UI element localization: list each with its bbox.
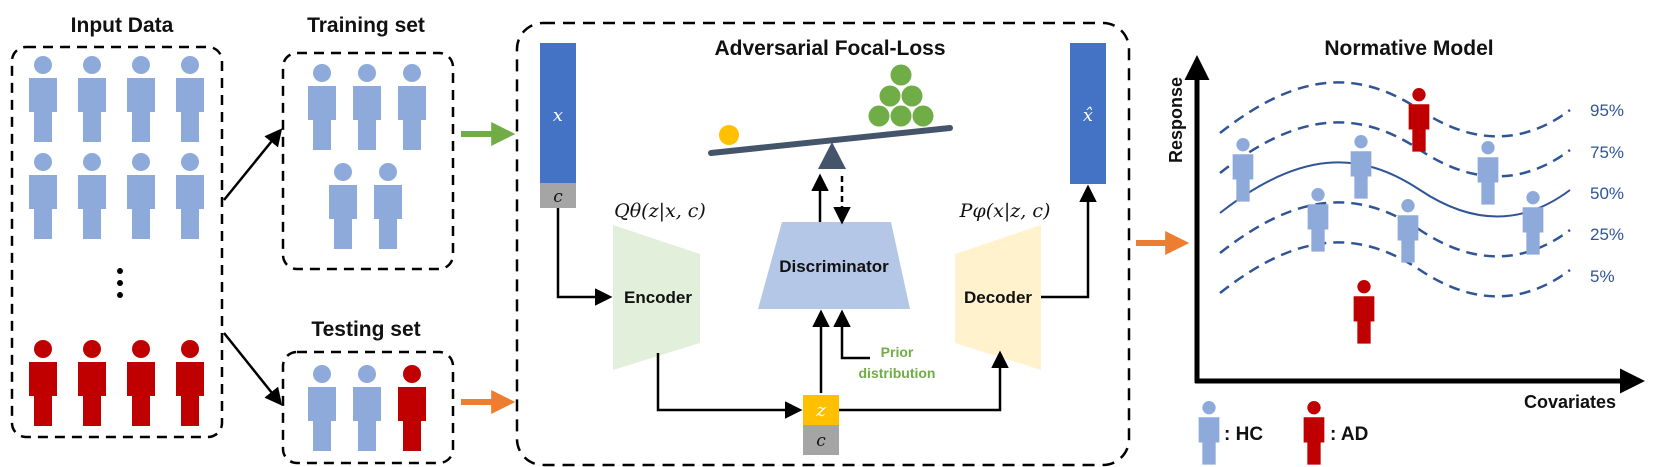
- normative-model-panel: Normative Model Response Covariates 95% …: [1166, 37, 1645, 465]
- encoder-label: Encoder: [624, 288, 692, 307]
- testing-set-panel: Testing set: [281, 318, 455, 465]
- decoder-label: Decoder: [964, 288, 1032, 307]
- training-set-panel: Training set: [281, 14, 455, 271]
- q-distribution-label: Qθ(z|x, c): [614, 200, 706, 222]
- pct-label-75: 75%: [1590, 143, 1624, 162]
- z-to-decoder-arrow: [839, 350, 1009, 412]
- ad-subject-icons: [29, 340, 204, 426]
- p-distribution-label: Pφ(x|z, c): [959, 200, 1051, 222]
- curve-5: [1219, 241, 1571, 298]
- pct-label-95: 95%: [1590, 101, 1624, 120]
- legend-ad-label: : AD: [1330, 424, 1368, 445]
- x-symbol: x: [553, 105, 563, 126]
- c-input-block: [540, 183, 576, 208]
- input-to-encoder-arrow: [556, 208, 613, 306]
- input-data-title: Input Data: [71, 14, 174, 37]
- legend-hc-icon: [1198, 401, 1220, 465]
- to-testing-arrow: [223, 332, 283, 406]
- c-latent-block: [803, 425, 839, 455]
- balance-scale-icon: [708, 64, 953, 169]
- legend: : HC : AD: [1198, 401, 1368, 465]
- input-data-box: [10, 45, 224, 439]
- adversarial-model-panel: Adversarial Focal-Loss x c x̂ Encoder Qθ…: [515, 21, 1131, 467]
- curve-75: [1219, 121, 1571, 178]
- legend-hc-label: : HC: [1224, 424, 1263, 445]
- adversarial-title: Adversarial Focal-Loss: [714, 37, 945, 60]
- legend-ad-icon: [1303, 401, 1325, 465]
- training-hc-icons: [308, 64, 426, 249]
- y-axis-label: Response: [1166, 77, 1186, 163]
- discriminator-label: Discriminator: [779, 257, 889, 276]
- percentile-curves: [1219, 81, 1571, 298]
- curve-95: [1219, 81, 1571, 138]
- curve-50: [1219, 161, 1571, 218]
- c-latent-symbol: c: [816, 431, 826, 451]
- c-input-symbol: c: [553, 187, 563, 207]
- x-axis-label: Covariates: [1524, 392, 1616, 412]
- x-input-block: [540, 43, 576, 183]
- ellipsis-dots: [117, 268, 123, 298]
- z-latent-block: [803, 395, 839, 425]
- prior-label-line2: distribution: [859, 365, 936, 381]
- training-set-box: [281, 51, 455, 271]
- decoder-to-output-arrow: [1041, 184, 1097, 299]
- to-training-arrow: [223, 128, 283, 201]
- hc-subject-icons: [29, 56, 204, 239]
- encoder-to-z-arrow: [656, 353, 803, 419]
- testing-set-box: [281, 350, 455, 465]
- percentile-labels: 95% 75% 50% 25% 5%: [1590, 101, 1624, 286]
- testing-set-title: Testing set: [311, 318, 420, 341]
- encoder-trapezoid: [613, 225, 700, 370]
- discriminator-trapezoid: [758, 222, 910, 309]
- input-data-panel: Input Data: [10, 14, 224, 439]
- curve-25: [1219, 201, 1571, 258]
- model-box: [515, 21, 1131, 467]
- decoder-trapezoid: [955, 225, 1041, 370]
- x-hat-symbol: x̂: [1083, 105, 1093, 126]
- z-symbol: z: [815, 400, 826, 421]
- pct-label-5: 5%: [1590, 267, 1615, 286]
- pct-label-50: 50%: [1590, 184, 1624, 203]
- prior-label-line1: Prior: [881, 344, 914, 360]
- training-set-title: Training set: [307, 14, 425, 37]
- prior-to-discriminator-arrow: [833, 309, 870, 360]
- normative-title: Normative Model: [1324, 37, 1493, 60]
- pct-label-25: 25%: [1590, 225, 1624, 244]
- testing-subject-icons: [308, 365, 426, 451]
- x-hat-output-block: [1070, 43, 1106, 184]
